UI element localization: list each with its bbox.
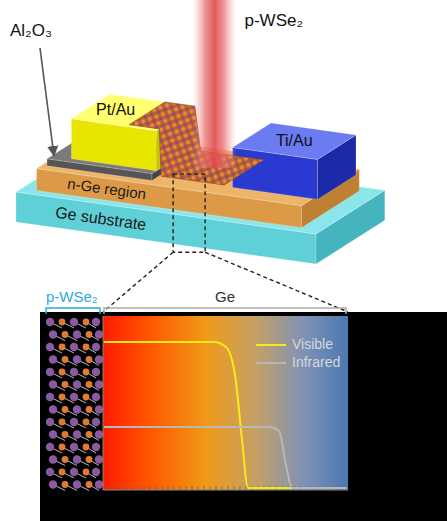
zoom-line bbox=[205, 252, 348, 312]
material-label: p-WSe₂ bbox=[245, 12, 304, 31]
legend-text: Visible bbox=[292, 337, 333, 352]
zoom-panel bbox=[40, 312, 447, 521]
leader-arrow bbox=[40, 48, 54, 156]
laser-beam bbox=[193, 0, 237, 168]
layer-bracket bbox=[46, 308, 100, 314]
legend-text: Infrared bbox=[292, 355, 340, 370]
material-label: Al₂O₃ bbox=[10, 22, 52, 41]
pt-au-label: Pt/Au bbox=[96, 101, 135, 119]
legend-line bbox=[256, 362, 286, 364]
ti-au-electrode-face bbox=[233, 123, 357, 159]
infrared-curve bbox=[104, 427, 347, 488]
electrode-node: Pt/Au bbox=[96, 101, 135, 119]
wse2-lattice bbox=[46, 318, 103, 491]
ti-au-label: Ti/Au bbox=[276, 132, 313, 150]
plot-axis bbox=[103, 316, 348, 490]
electrode-node: Ti/Au bbox=[276, 132, 313, 150]
layer-label: Ge bbox=[215, 289, 235, 306]
zoom-line bbox=[103, 252, 173, 312]
layer-bracket bbox=[104, 308, 346, 314]
legend-line bbox=[256, 344, 286, 346]
visible-curve bbox=[104, 342, 347, 488]
layer-label: p-WSe₂ bbox=[46, 289, 98, 306]
band-gradient bbox=[103, 316, 348, 490]
zoom-box bbox=[173, 174, 205, 252]
